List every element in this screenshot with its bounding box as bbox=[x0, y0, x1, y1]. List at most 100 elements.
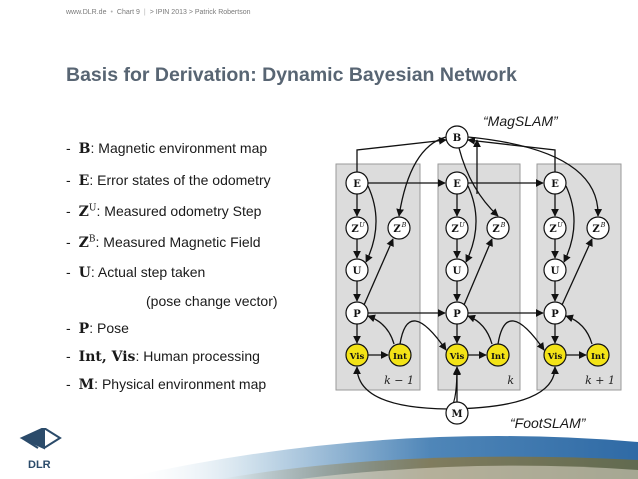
bullet-item: -B: Magnetic environment map bbox=[66, 140, 267, 157]
dependency-arrow bbox=[463, 238, 493, 306]
network-node-circle bbox=[445, 125, 469, 149]
network-node: E bbox=[543, 171, 567, 195]
bullet-symbol: E bbox=[78, 173, 90, 189]
dependency-arrow bbox=[561, 238, 593, 306]
bullet-item: -Int, Vis: Human processing bbox=[66, 348, 260, 365]
time-slice-label: k bbox=[507, 374, 514, 387]
network-node-circle bbox=[486, 216, 510, 240]
network-node-circle bbox=[445, 216, 469, 240]
network-node-label: B bbox=[453, 133, 461, 144]
network-node: P bbox=[445, 301, 469, 325]
network-node: Int bbox=[586, 343, 610, 367]
bullet-text: : Human processing bbox=[135, 348, 260, 364]
dependency-arrow bbox=[563, 185, 575, 263]
network-node-circle bbox=[543, 216, 567, 240]
dependency-arrow bbox=[565, 314, 593, 345]
network-node: B bbox=[445, 125, 469, 149]
bullet-text: : Pose bbox=[89, 320, 129, 336]
network-node-circle bbox=[345, 216, 369, 240]
network-node-superscript: U bbox=[359, 221, 365, 229]
dependency-arrow bbox=[465, 185, 477, 263]
network-node-label: Vis bbox=[547, 352, 563, 362]
network-node: P bbox=[543, 301, 567, 325]
dependency-arrow bbox=[365, 185, 377, 263]
bullet-dash: - bbox=[66, 320, 71, 336]
bullet-item: -ZU: Measured odometry Step bbox=[66, 203, 261, 220]
network-node-label: U bbox=[453, 266, 462, 277]
bullet-text: : Actual step taken bbox=[90, 264, 206, 280]
network-node-circle bbox=[445, 343, 469, 367]
network-node-circle bbox=[586, 343, 610, 367]
network-node: E bbox=[345, 171, 369, 195]
network-node-circle bbox=[586, 216, 610, 240]
network-node-circle bbox=[543, 301, 567, 325]
network-node: E bbox=[445, 171, 469, 195]
dependency-arrow bbox=[363, 238, 394, 306]
network-node: Vis bbox=[345, 343, 369, 367]
magslam-label: “MagSLAM” bbox=[483, 113, 558, 129]
network-node-superscript: U bbox=[557, 221, 563, 229]
network-node: U bbox=[445, 258, 469, 282]
network-node-label: M bbox=[451, 409, 462, 420]
network-node-label: Int bbox=[393, 352, 407, 362]
network-node-circle bbox=[543, 343, 567, 367]
network-node-label: Z bbox=[592, 224, 599, 235]
bullet-item: (pose change vector) bbox=[146, 293, 278, 309]
network-node: Vis bbox=[543, 343, 567, 367]
bullet-symbol: Z bbox=[78, 204, 89, 220]
network-node-circle bbox=[445, 171, 469, 195]
header-chart-number: Chart 9 bbox=[116, 9, 140, 16]
network-node-label: Z bbox=[393, 224, 400, 235]
bullet-dash: - bbox=[66, 140, 71, 156]
time-slice-label: k − 1 bbox=[384, 374, 414, 387]
network-node: M bbox=[445, 401, 469, 425]
bullet-item: -ZB: Measured Magnetic Field bbox=[66, 234, 261, 251]
network-node-circle bbox=[388, 343, 412, 367]
dependency-arrow bbox=[356, 136, 447, 172]
dlr-logo: DLR bbox=[14, 426, 74, 477]
network-node-label: Vis bbox=[349, 352, 365, 362]
header-breadcrumb: > IPIN 2013 > Patrick Robertson bbox=[149, 9, 251, 16]
network-node-label: Int bbox=[491, 352, 505, 362]
network-node-label: E bbox=[353, 179, 361, 190]
bullet-text: : Measured odometry Step bbox=[96, 203, 262, 219]
bullet-dash: - bbox=[66, 203, 71, 219]
network-node-circle bbox=[387, 216, 411, 240]
network-node: Vis bbox=[445, 343, 469, 367]
network-node: U bbox=[543, 258, 567, 282]
bullet-text: : Error states of the odometry bbox=[89, 172, 271, 188]
network-node-circle bbox=[345, 343, 369, 367]
network-node-circle bbox=[486, 343, 510, 367]
network-node-circle bbox=[543, 258, 567, 282]
network-node-label: Z bbox=[451, 224, 458, 235]
network-node-circle bbox=[445, 401, 469, 425]
network-node-label: U bbox=[551, 266, 560, 277]
dependency-arrow bbox=[367, 314, 395, 345]
network-node-superscript: U bbox=[459, 221, 465, 229]
bullet-item: -U: Actual step taken bbox=[66, 264, 205, 281]
bullet-text: (pose change vector) bbox=[146, 293, 278, 309]
bullet-item: -E: Error states of the odometry bbox=[66, 172, 271, 189]
bullet-symbol: U bbox=[78, 265, 91, 281]
bullet-dash: - bbox=[66, 172, 71, 188]
network-node-label: U bbox=[353, 266, 362, 277]
network-node-circle bbox=[445, 301, 469, 325]
bullet-item: -P: Pose bbox=[66, 320, 129, 337]
network-node-label: E bbox=[551, 179, 559, 190]
header-bar: www.DLR.de • Chart 9 | > IPIN 2013 > Pat… bbox=[66, 9, 251, 16]
network-node-label: P bbox=[453, 309, 461, 320]
dependency-arrow bbox=[447, 366, 559, 410]
bullet-symbol: P bbox=[78, 321, 90, 337]
network-node-circle bbox=[543, 171, 567, 195]
network-node-label: Vis bbox=[449, 352, 465, 362]
bullet-symbol-superscript: U bbox=[88, 203, 97, 214]
dependency-arrow bbox=[467, 136, 603, 217]
network-node: Int bbox=[486, 343, 510, 367]
network-node: U bbox=[345, 258, 369, 282]
time-slice-label: k + 1 bbox=[585, 374, 615, 387]
network-node-label: E bbox=[453, 179, 461, 190]
